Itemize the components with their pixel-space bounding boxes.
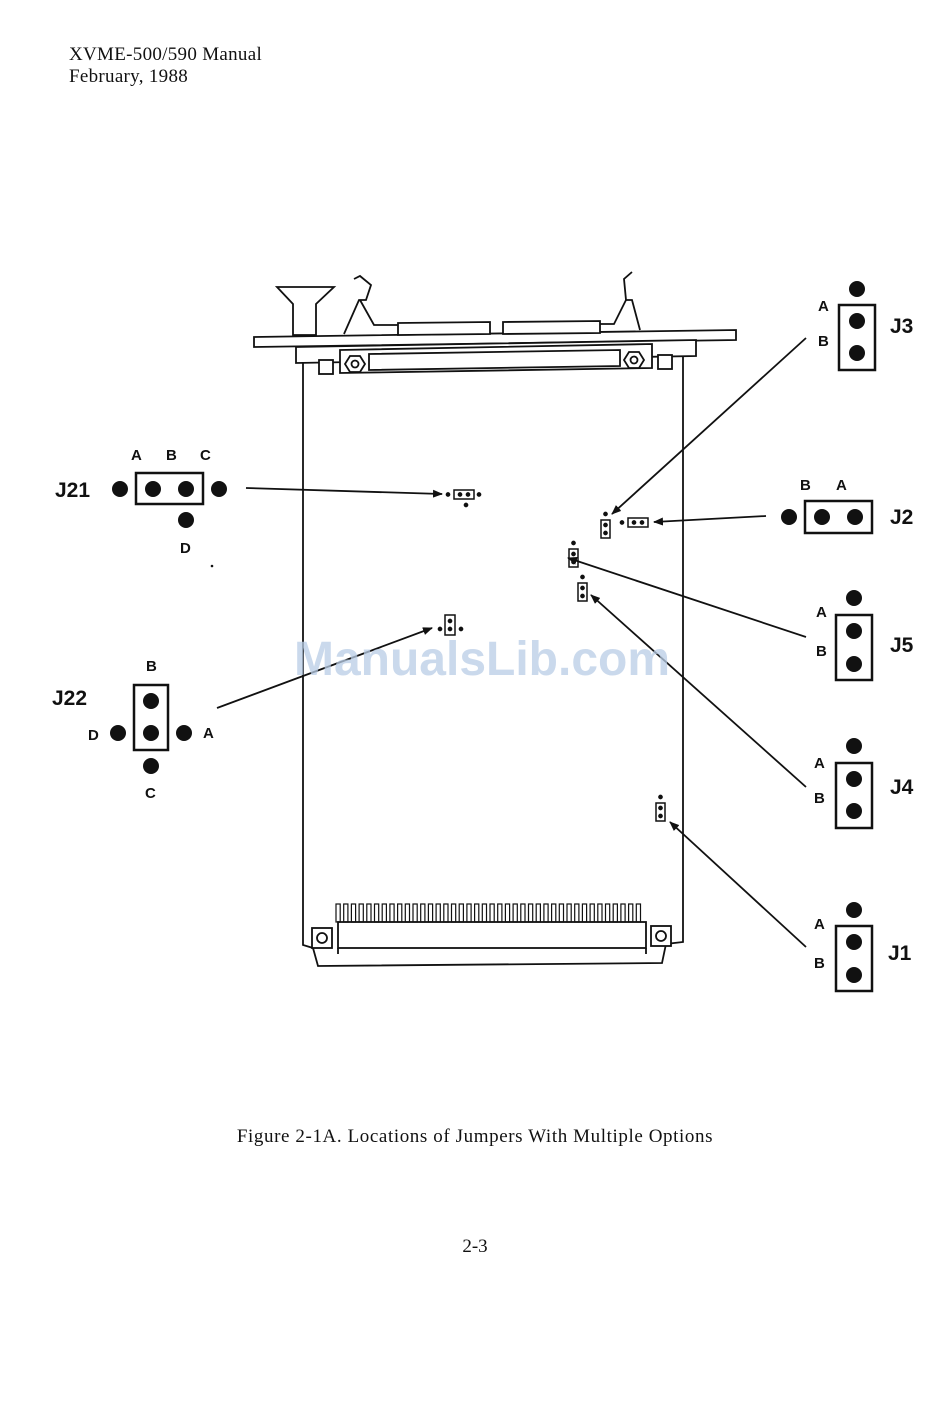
jumper-j1-pin-b: B <box>814 955 825 972</box>
connector-finger <box>552 904 556 922</box>
connector-finger <box>398 904 402 922</box>
connector-finger <box>413 904 417 922</box>
jumper-j22-name: J22 <box>52 687 87 710</box>
connector-finger <box>598 904 602 922</box>
jumper-j2-pin-a: A <box>836 477 847 494</box>
jumper-j3-pin-b: B <box>818 333 829 350</box>
connector-finger <box>467 904 471 922</box>
jumper-j22-pin-c: C <box>145 785 156 802</box>
onboard-j1 <box>656 795 665 821</box>
circuit-board <box>254 272 736 966</box>
jumper-j2-name: J2 <box>890 506 913 529</box>
jumper-detail-j2: B A J2 <box>781 477 913 533</box>
connector-finger <box>559 904 563 922</box>
connector-finger <box>529 904 533 922</box>
jumper-j3-pin-a: A <box>818 298 829 315</box>
figure-caption: Figure 2-1A. Locations of Jumpers With M… <box>0 1126 950 1148</box>
jumper-j5-pin-a: A <box>816 604 827 621</box>
connector-finger <box>567 904 571 922</box>
jumper-j1-name: J1 <box>888 942 912 965</box>
stray-mark <box>211 565 214 568</box>
connector-finger <box>621 904 625 922</box>
jumper-j2-pin-b: B <box>800 477 811 494</box>
connector-finger <box>405 904 409 922</box>
jumper-j22-pin-a: A <box>203 725 214 742</box>
connector-finger <box>582 904 586 922</box>
connector-finger <box>513 904 517 922</box>
connector-finger <box>359 904 363 922</box>
page-number: 2-3 <box>0 1236 950 1258</box>
jumper-detail-j1: A B J1 <box>814 902 912 991</box>
connector-finger <box>575 904 579 922</box>
jumper-j21-pin-b: B <box>166 447 177 464</box>
connector-finger <box>636 904 640 922</box>
connector-finger <box>521 904 525 922</box>
connector-finger <box>482 904 486 922</box>
jumper-j1-pin-a: A <box>814 916 825 933</box>
connector-finger <box>421 904 425 922</box>
jumper-detail-j4: A B J4 <box>814 738 914 828</box>
jumper-detail-j22: J22 B D A C <box>52 658 214 802</box>
connector-finger <box>336 904 340 922</box>
arrow-j4 <box>591 595 806 787</box>
connector-finger <box>629 904 633 922</box>
jumper-detail-j21: J21 A B C D <box>55 447 227 557</box>
connector-finger <box>375 904 379 922</box>
connector-finger <box>351 904 355 922</box>
connector-finger <box>505 904 509 922</box>
connector-finger <box>344 904 348 922</box>
onboard-j22 <box>438 615 462 635</box>
connector-finger <box>428 904 432 922</box>
jumper-j21-pin-d: D <box>180 540 191 557</box>
jumper-j21-pin-a: A <box>131 447 142 464</box>
connector-finger <box>490 904 494 922</box>
jumper-detail-j3: A B J3 <box>818 281 913 370</box>
connector-finger <box>367 904 371 922</box>
onboard-j21 <box>446 490 480 507</box>
connector-finger <box>590 904 594 922</box>
connector-finger <box>390 904 394 922</box>
jumper-j22-pin-d: D <box>88 727 99 744</box>
jumper-detail-j5: A B J5 <box>816 590 914 680</box>
connector-finger <box>444 904 448 922</box>
connector-finger <box>382 904 386 922</box>
onboard-j2 <box>620 518 648 527</box>
connector-finger <box>452 904 456 922</box>
connector-finger <box>606 904 610 922</box>
arrow-j1 <box>670 822 806 947</box>
connector-finger <box>459 904 463 922</box>
jumper-j4-pin-b: B <box>814 790 825 807</box>
jumper-j5-pin-b: B <box>816 643 827 660</box>
connector-finger <box>536 904 540 922</box>
connector-finger <box>436 904 440 922</box>
jumper-j21-name: J21 <box>55 479 90 502</box>
edge-connector-fingers <box>336 904 641 922</box>
jumper-j4-pin-a: A <box>814 755 825 772</box>
watermark-text: ManualsLib.com <box>294 633 670 686</box>
jumper-j3-name: J3 <box>890 315 913 338</box>
connector-finger <box>475 904 479 922</box>
jumper-j22-pin-b: B <box>146 658 157 675</box>
arrow-j21 <box>246 488 442 494</box>
onboard-j4 <box>578 575 587 601</box>
arrow-j2 <box>654 516 766 522</box>
connector-finger <box>613 904 617 922</box>
jumper-j21-pin-c: C <box>200 447 211 464</box>
jumper-j4-name: J4 <box>890 776 914 799</box>
onboard-j3 <box>601 512 610 538</box>
connector-finger <box>498 904 502 922</box>
jumper-j5-name: J5 <box>890 634 914 657</box>
connector-finger <box>544 904 548 922</box>
arrow-j5 <box>568 558 806 637</box>
onboard-j5 <box>569 541 578 567</box>
